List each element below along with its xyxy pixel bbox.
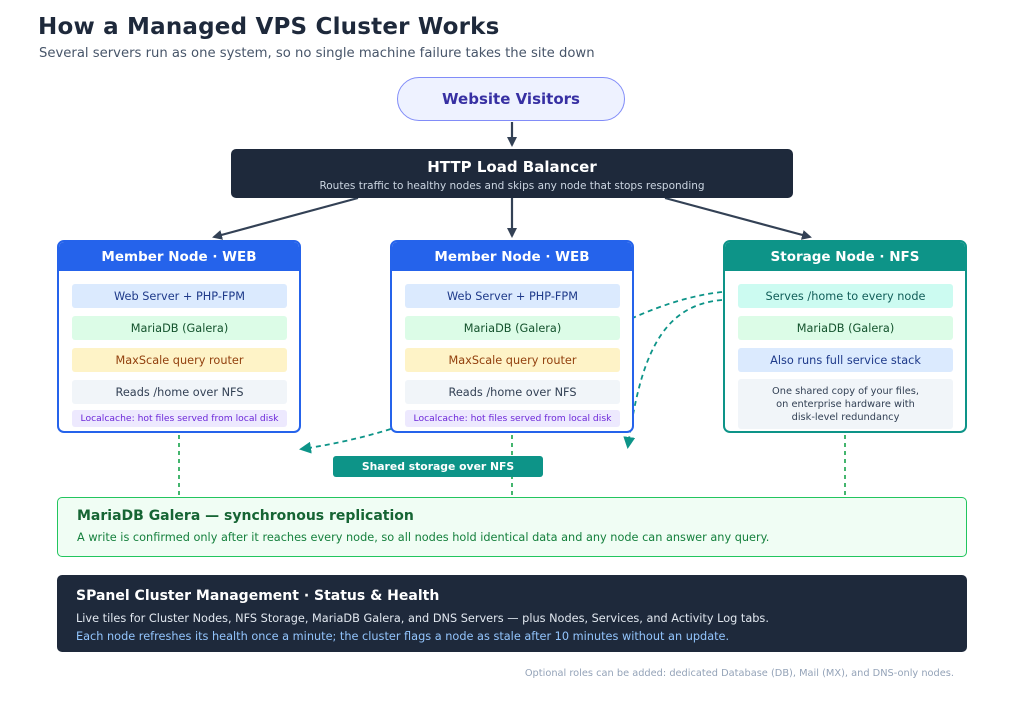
node-title: Storage Node · NFS <box>725 242 965 271</box>
member-node-web-1: Member Node · WEB Web Server + PHP-FPM M… <box>57 240 301 433</box>
http-load-balancer: HTTP Load Balancer Routes traffic to hea… <box>231 149 793 198</box>
web-server-row: Web Server + PHP-FPM <box>405 284 620 308</box>
nfs-curve-to-node-2 <box>623 299 723 449</box>
galera-description: A write is confirmed only after it reach… <box>77 531 770 544</box>
mariadb-row: MariaDB (Galera) <box>405 316 620 340</box>
maxscale-row: MaxScale query router <box>72 348 287 372</box>
arrow-lb-to-storage <box>664 196 812 240</box>
spanel-title: SPanel Cluster Management · Status & Hea… <box>76 588 440 604</box>
localcache-row: Localcache: hot files served from local … <box>72 410 287 427</box>
arrow-lb-to-node-1 <box>212 196 359 240</box>
page-subtitle: Several servers run as one system, so no… <box>39 46 595 61</box>
galera-replication-panel: MariaDB Galera — synchronous replication… <box>57 497 967 557</box>
note-line-3: disk-level redundancy <box>791 411 900 423</box>
shared-storage-label: Shared storage over NFS <box>333 456 543 477</box>
node-title: Member Node · WEB <box>59 242 299 271</box>
serves-home-row: Serves /home to every node <box>738 284 953 308</box>
note-line-1: One shared copy of your files, <box>772 385 919 397</box>
shared-files-note: One shared copy of your files, on enterp… <box>738 379 953 429</box>
spanel-health-note: Each node refreshes its health once a mi… <box>76 630 730 643</box>
note-line-2: on enterprise hardware with <box>776 398 915 410</box>
nfs-read-row: Reads /home over NFS <box>72 380 287 404</box>
spanel-description: Live tiles for Cluster Nodes, NFS Storag… <box>76 612 769 625</box>
page-title: How a Managed VPS Cluster Works <box>38 14 500 40</box>
website-visitors: Website Visitors <box>397 77 625 121</box>
web-server-row: Web Server + PHP-FPM <box>72 284 287 308</box>
localcache-row: Localcache: hot files served from local … <box>405 410 620 427</box>
node-title: Member Node · WEB <box>392 242 632 271</box>
footnote: Optional roles can be added: dedicated D… <box>524 668 954 679</box>
storage-node-nfs: Storage Node · NFS Serves /home to every… <box>723 240 967 433</box>
spanel-management-panel: SPanel Cluster Management · Status & Hea… <box>57 575 967 652</box>
mariadb-row: MariaDB (Galera) <box>72 316 287 340</box>
galera-title: MariaDB Galera — synchronous replication <box>77 508 414 524</box>
member-node-web-2: Member Node · WEB Web Server + PHP-FPM M… <box>390 240 634 433</box>
full-stack-row: Also runs full service stack <box>738 348 953 372</box>
load-balancer-subtitle: Routes traffic to healthy nodes and skip… <box>319 180 705 192</box>
maxscale-row: MaxScale query router <box>405 348 620 372</box>
nfs-read-row: Reads /home over NFS <box>405 380 620 404</box>
mariadb-row: MariaDB (Galera) <box>738 316 953 340</box>
load-balancer-title: HTTP Load Balancer <box>427 158 597 176</box>
